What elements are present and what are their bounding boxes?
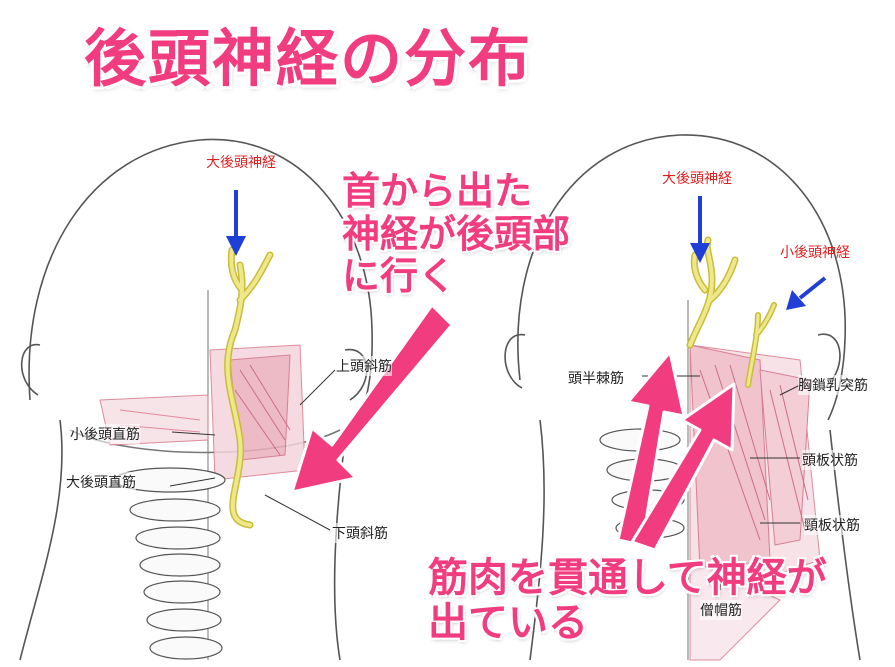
callout-line: 神経が後頭部 — [342, 213, 570, 256]
callout-line: 筋肉を貫通して神経が — [428, 556, 827, 601]
lesser-occipital-nerve-label: 小後頭神経 — [780, 242, 850, 262]
left-nerve-arrow — [226, 190, 246, 256]
callout-nerve-path: 首から出た 神経が後頭部 に行く — [342, 170, 570, 298]
right-greater-occipital-nerve-label: 大後頭神経 — [662, 168, 732, 188]
sternocleidomastoid-label: 胸鎖乳突筋 — [798, 375, 868, 395]
left-muscles — [100, 345, 305, 480]
semispinalis-capitis-label: 頭半棘筋 — [568, 368, 624, 388]
splenius-capitis-label: 頭板状筋 — [802, 450, 858, 470]
trapezius-label: 僧帽筋 — [700, 600, 742, 620]
page-title: 後頭神経の分布 — [84, 8, 804, 98]
rectus-minor-label: 小後頭直筋 — [70, 424, 140, 444]
splenius-cervicis-label: 頸板状筋 — [804, 515, 860, 535]
callout-line: に行く — [342, 255, 570, 298]
callout-line: 出ている — [428, 601, 827, 646]
right-lesser-nerve-arrow — [786, 278, 825, 310]
left-greater-occipital-nerve-label: 大後頭神経 — [206, 152, 276, 172]
inferior-oblique-label: 下頭斜筋 — [332, 523, 388, 543]
callout-line: 首から出た — [342, 170, 570, 213]
superior-oblique-label: 上頭斜筋 — [336, 356, 392, 376]
rectus-major-label: 大後頭直筋 — [66, 472, 136, 492]
callout-muscle-penetration: 筋肉を貫通して神経が 出ている — [428, 556, 827, 646]
